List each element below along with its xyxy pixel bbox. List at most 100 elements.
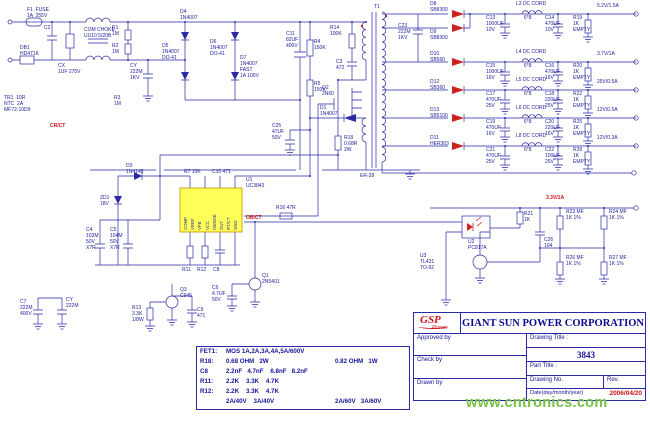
component-label: R23 MF [566,209,584,215]
component-label: COM CHOKE [84,27,115,33]
component-label: 25V [545,103,554,109]
component-label: 1/8W [132,317,144,323]
company-logo: GSP Power [414,313,461,333]
component-label: C20 [545,119,555,125]
component-label: 222M [20,305,33,311]
drawn-by-cell: Drawn by [417,379,443,386]
component-label: 1K [573,153,580,159]
part-title-label: Part Title : [527,362,645,376]
component-label: Q1 [262,273,269,279]
optocoupler-body [461,215,491,239]
rev-label: Rev. [607,377,619,383]
option-row: 2A/40V 3A/40V 2A/60V 3A/60V [197,397,409,407]
component-label: 50V [272,135,281,141]
component-label: 47UF [272,129,285,135]
component-label: 222M [66,303,79,309]
approved-by-cell: Approved by [414,334,526,357]
component-label: D1 [320,105,327,111]
component-label: D13 [430,107,440,113]
component-label: X7R [110,245,120,251]
component-label: 1M [112,49,119,55]
component-label: 6*8 [524,91,532,97]
option-cell: 0.68 OHM 2W [226,357,269,365]
component-label: PC817A [468,245,487,251]
component-label: C5 [110,227,117,233]
component-label: 104M [110,233,123,239]
date-label: Date(day/month/year) [530,390,584,396]
component-label: T1 [374,4,380,10]
component-label: 150K [314,87,326,93]
title-block-header: GSP Power GIANT SUN POWER CORPORATION [414,313,645,334]
component-label: D5 [162,43,169,49]
ic-pin-label: VFB [197,221,203,230]
component-label: 12V/0.5A [597,107,618,113]
component-label: C13 [486,15,496,21]
component-label: Q3 [180,287,187,293]
component-label: 1KV [130,75,140,81]
component-label: 6*8 [524,147,532,153]
component-label: 6*8 [524,119,532,125]
component-label: R24 MF [609,209,627,215]
component-label: C21 [486,147,496,153]
component-label: 1K [573,69,580,75]
component-label: HER303 [430,141,449,147]
ic-pin-label: VREF [190,218,196,230]
component-label: D6 [210,39,217,45]
component-label: D7 [240,55,247,61]
component-label: 25V/0.5A [597,79,618,85]
component-label: C22 [545,147,555,153]
component-label: C2 [44,25,51,31]
component-label: SB5100 [430,113,448,119]
component-label: UC3843 [246,183,265,189]
component-label: C6 [212,285,219,291]
component-label: 471 [197,313,206,319]
component-label: 1A 255V [27,13,48,19]
drawing-title-value: 3843 [527,348,645,362]
component-label: EMPTY [573,103,591,109]
component-label: C9 [197,307,204,313]
component-label: R11 [182,267,191,273]
option-cell: 2A/40V 3A/40V [226,397,275,405]
option-cell: 2.2K 3.3K 4.7K [226,387,279,395]
component-label: 25V [486,103,495,109]
component-label: R19 [573,15,583,21]
component-label: 470UF [486,97,502,103]
component-label: 222M [398,29,411,35]
component-label: R3 [114,95,121,101]
component-label: ER-28 [360,173,375,179]
component-label: R18 [344,135,354,141]
component-label: R13 [132,305,142,311]
component-label: C7 [20,299,27,305]
component-label: 1K 1% [609,261,624,267]
drawing-title-label: Drawing Title : [527,334,645,348]
component-label: D8 [430,1,437,7]
component-label: 1K [573,125,580,131]
option-row: R12:2.2K 3.3K 4.7K [197,387,409,397]
component-label: 220UF [545,97,561,103]
component-label: 1N4007 [320,111,338,117]
component-label: 472 [336,65,345,71]
component-label: FAST [240,67,253,73]
component-label: DO-41 [210,51,225,57]
component-label: 1000UF [486,69,504,75]
option-cell: 2A/60V 3A/60V [335,397,382,405]
component-label: R7 10K [184,169,201,175]
component-label: ZD1 [100,195,110,201]
component-label: 4.7UF [212,291,226,297]
component-label: TO-92 [420,265,435,271]
component-label: R4 [314,39,321,45]
component-label: 1K 1% [609,215,624,221]
component-label: 50V [110,239,119,245]
company-name: GIANT SUN POWER CORPORATION [462,317,644,329]
check-by-cell: Check by [414,356,526,379]
component-label: L3 DC CORD [516,1,547,7]
component-label: 16V [545,75,554,81]
component-label: UU10.5/20B [84,33,112,39]
component-label: 16V [545,131,554,137]
component-label: D10 [430,51,440,57]
component-label: EMPTY [573,27,591,33]
component-label: 100UF [545,153,561,159]
